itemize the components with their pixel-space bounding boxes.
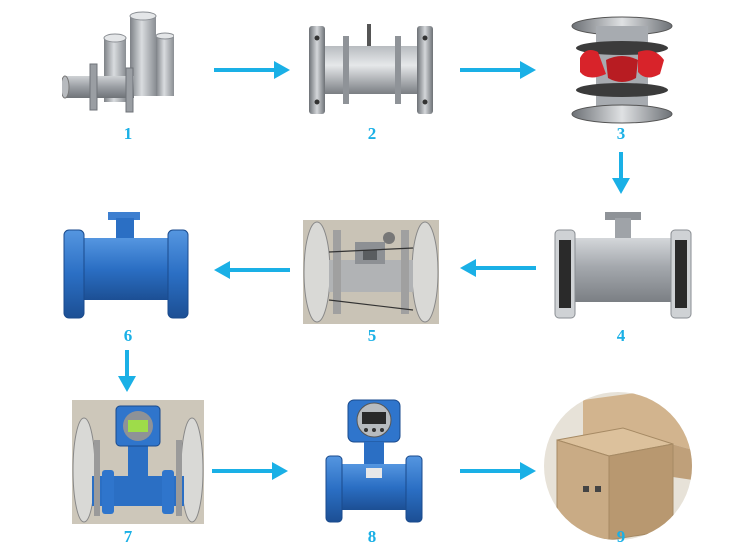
step-5-number: 5 [367,326,377,345]
arrow-right-7-to-8 [212,462,288,480]
step-1-number: 1 [123,124,133,143]
step-5-image-assembly-rack [303,220,439,324]
step-4-number: 4 [616,326,626,345]
step-4-image-steel-meter-body [553,208,693,322]
step-6-number: 6 [123,326,133,345]
step-3-image-lined-spool [566,12,678,128]
arrow-right-2-to-3 [460,61,536,79]
step-7-number: 7 [123,527,133,546]
step-1-image-pipe-tubes [62,8,174,120]
arrow-down-6-to-7 [118,350,136,392]
arrow-right-1-to-2 [214,61,290,79]
arrow-right-8-to-9 [460,462,536,480]
step-7-image-meter-on-rack [72,400,204,524]
step-2-number: 2 [367,124,377,143]
arrow-down-3-to-4 [612,152,630,194]
step-9-image-packing-boxes [543,390,693,542]
step-8-number: 8 [367,527,377,546]
step-8-image-finished-flowmeter [322,398,426,526]
arrow-left-4-to-5 [460,259,536,277]
step-6-image-painted-meter-body [62,210,190,322]
step-3-number: 3 [616,124,626,143]
step-9-number: 9 [616,527,626,546]
step-2-image-flanged-spool [305,22,437,118]
arrow-left-5-to-6 [214,261,290,279]
